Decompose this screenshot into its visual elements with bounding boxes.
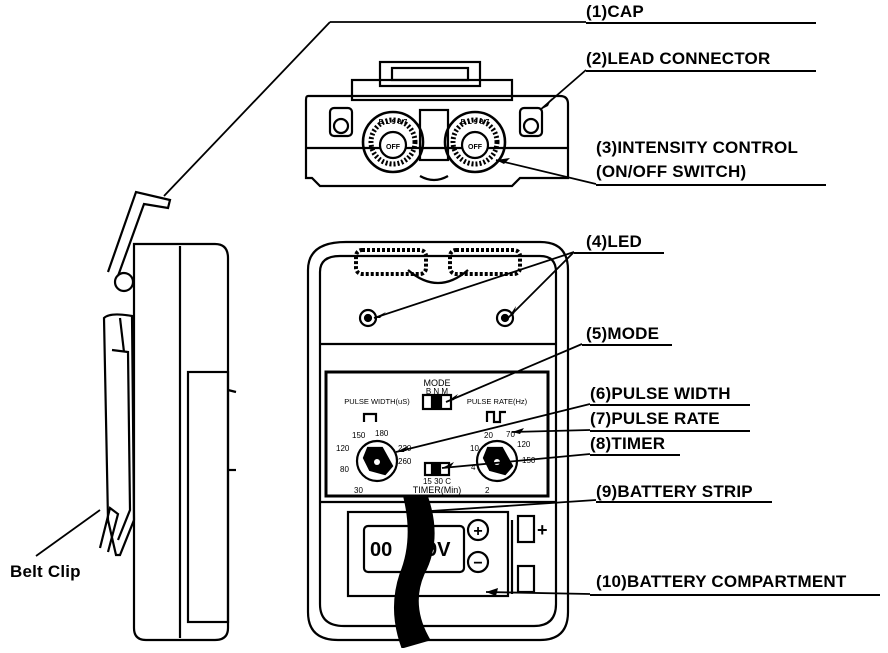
- mode-options: B N M: [426, 387, 449, 396]
- label-led: (4)LED: [586, 232, 642, 251]
- plus-sign: +: [473, 523, 482, 540]
- cap-wire: [106, 190, 172, 277]
- underline-timer: [590, 454, 680, 456]
- control-panel: [324, 370, 550, 498]
- side-view: [98, 190, 237, 642]
- pr-tick-10: 10: [470, 444, 479, 453]
- front-view: [306, 240, 570, 642]
- leader-lines: [35, 21, 597, 595]
- mode-title: MODE: [424, 378, 451, 388]
- label-mode: (5)MODE: [586, 324, 660, 343]
- mode-switch: [421, 393, 453, 411]
- pw-tick-260: 260: [398, 457, 412, 466]
- side-body: [132, 242, 230, 642]
- label-lead-connector: (2)LEAD CONNECTOR: [586, 49, 771, 68]
- left-intensity-dial: [361, 110, 425, 174]
- label-intensity-control: (3)INTENSITY CONTROL: [596, 138, 799, 157]
- underline-mode: [582, 344, 672, 346]
- pr-tick-20: 20: [484, 431, 493, 440]
- label-on-off-switch: (ON/OFF SWITCH): [596, 162, 747, 181]
- pulse-rate-title: PULSE RATE(Hz): [467, 397, 528, 406]
- top-view: [304, 60, 570, 188]
- battery-text: 9V: [426, 539, 451, 561]
- underline-pulse-rate: [590, 430, 750, 432]
- panel-text: MODE B N M PULSE WIDTH(uS) PULSE RATE(Hz…: [336, 378, 548, 572]
- battery-strip-ribbon: [393, 497, 435, 649]
- pr-tick-120: 120: [517, 440, 531, 449]
- minus-sign: −: [473, 555, 482, 572]
- left-off-text: OFF: [386, 144, 401, 151]
- pulse-width-dial: [355, 439, 399, 483]
- left-dial-marks: B L 9 8 7: [379, 119, 408, 126]
- label-battery-strip: (9)BATTERY STRIP: [596, 482, 753, 501]
- label-pulse-rate: (7)PULSE RATE: [590, 409, 720, 428]
- underline-battery-compartment: [590, 594, 880, 596]
- pw-tick-150: 150: [352, 431, 366, 440]
- underline-cap: [586, 22, 816, 24]
- underline-battery-strip: [596, 501, 772, 503]
- right-dial-marks: B L 9 8 7: [461, 119, 490, 126]
- belt-clip-body: [102, 313, 136, 557]
- battery-plus-terminal: [466, 518, 490, 542]
- cap-knob: [113, 271, 135, 293]
- pw-tick-80: 80: [340, 465, 349, 474]
- top-view-text: OFF OFF B L 9 8 7 B L 9 8 7: [379, 119, 490, 151]
- timer-title: TIMER(Min): [413, 485, 462, 495]
- label-battery-compartment: (10)BATTERY COMPARTMENT: [596, 572, 847, 591]
- label-pulse-width: (6)PULSE WIDTH: [590, 384, 731, 403]
- underline-led: [574, 252, 664, 254]
- top-body: [304, 94, 570, 188]
- led-right: [495, 308, 515, 328]
- pr-tick-4: 4: [471, 463, 476, 472]
- pr-tick-70: 70: [506, 430, 515, 439]
- pw-tick-180: 180: [375, 429, 389, 438]
- pw-tick-30: 30: [354, 486, 363, 495]
- battery-minus-terminal: [466, 550, 490, 574]
- underline-lead-connector: [586, 70, 816, 72]
- timer-switch: [423, 461, 451, 477]
- label-belt-clip: Belt Clip: [10, 562, 81, 581]
- pw-tick-120: 120: [336, 444, 350, 453]
- label-timer: (8)TIMER: [590, 434, 666, 453]
- timer-options: 15 30 C: [423, 477, 451, 486]
- battery-prefix: 00: [370, 539, 392, 561]
- arrowheads: [164, 98, 552, 596]
- right-intensity-dial: [443, 110, 507, 174]
- side-panel: [186, 370, 230, 624]
- outer-plus-sign: +: [537, 520, 548, 540]
- label-cap: (1)CAP: [586, 2, 644, 21]
- underline-pulse-width: [590, 404, 750, 406]
- right-off-text: OFF: [468, 144, 483, 151]
- pr-tick-2: 2: [485, 486, 490, 495]
- pulse-width-title: PULSE WIDTH(uS): [344, 397, 410, 406]
- underline-intensity: [596, 184, 826, 186]
